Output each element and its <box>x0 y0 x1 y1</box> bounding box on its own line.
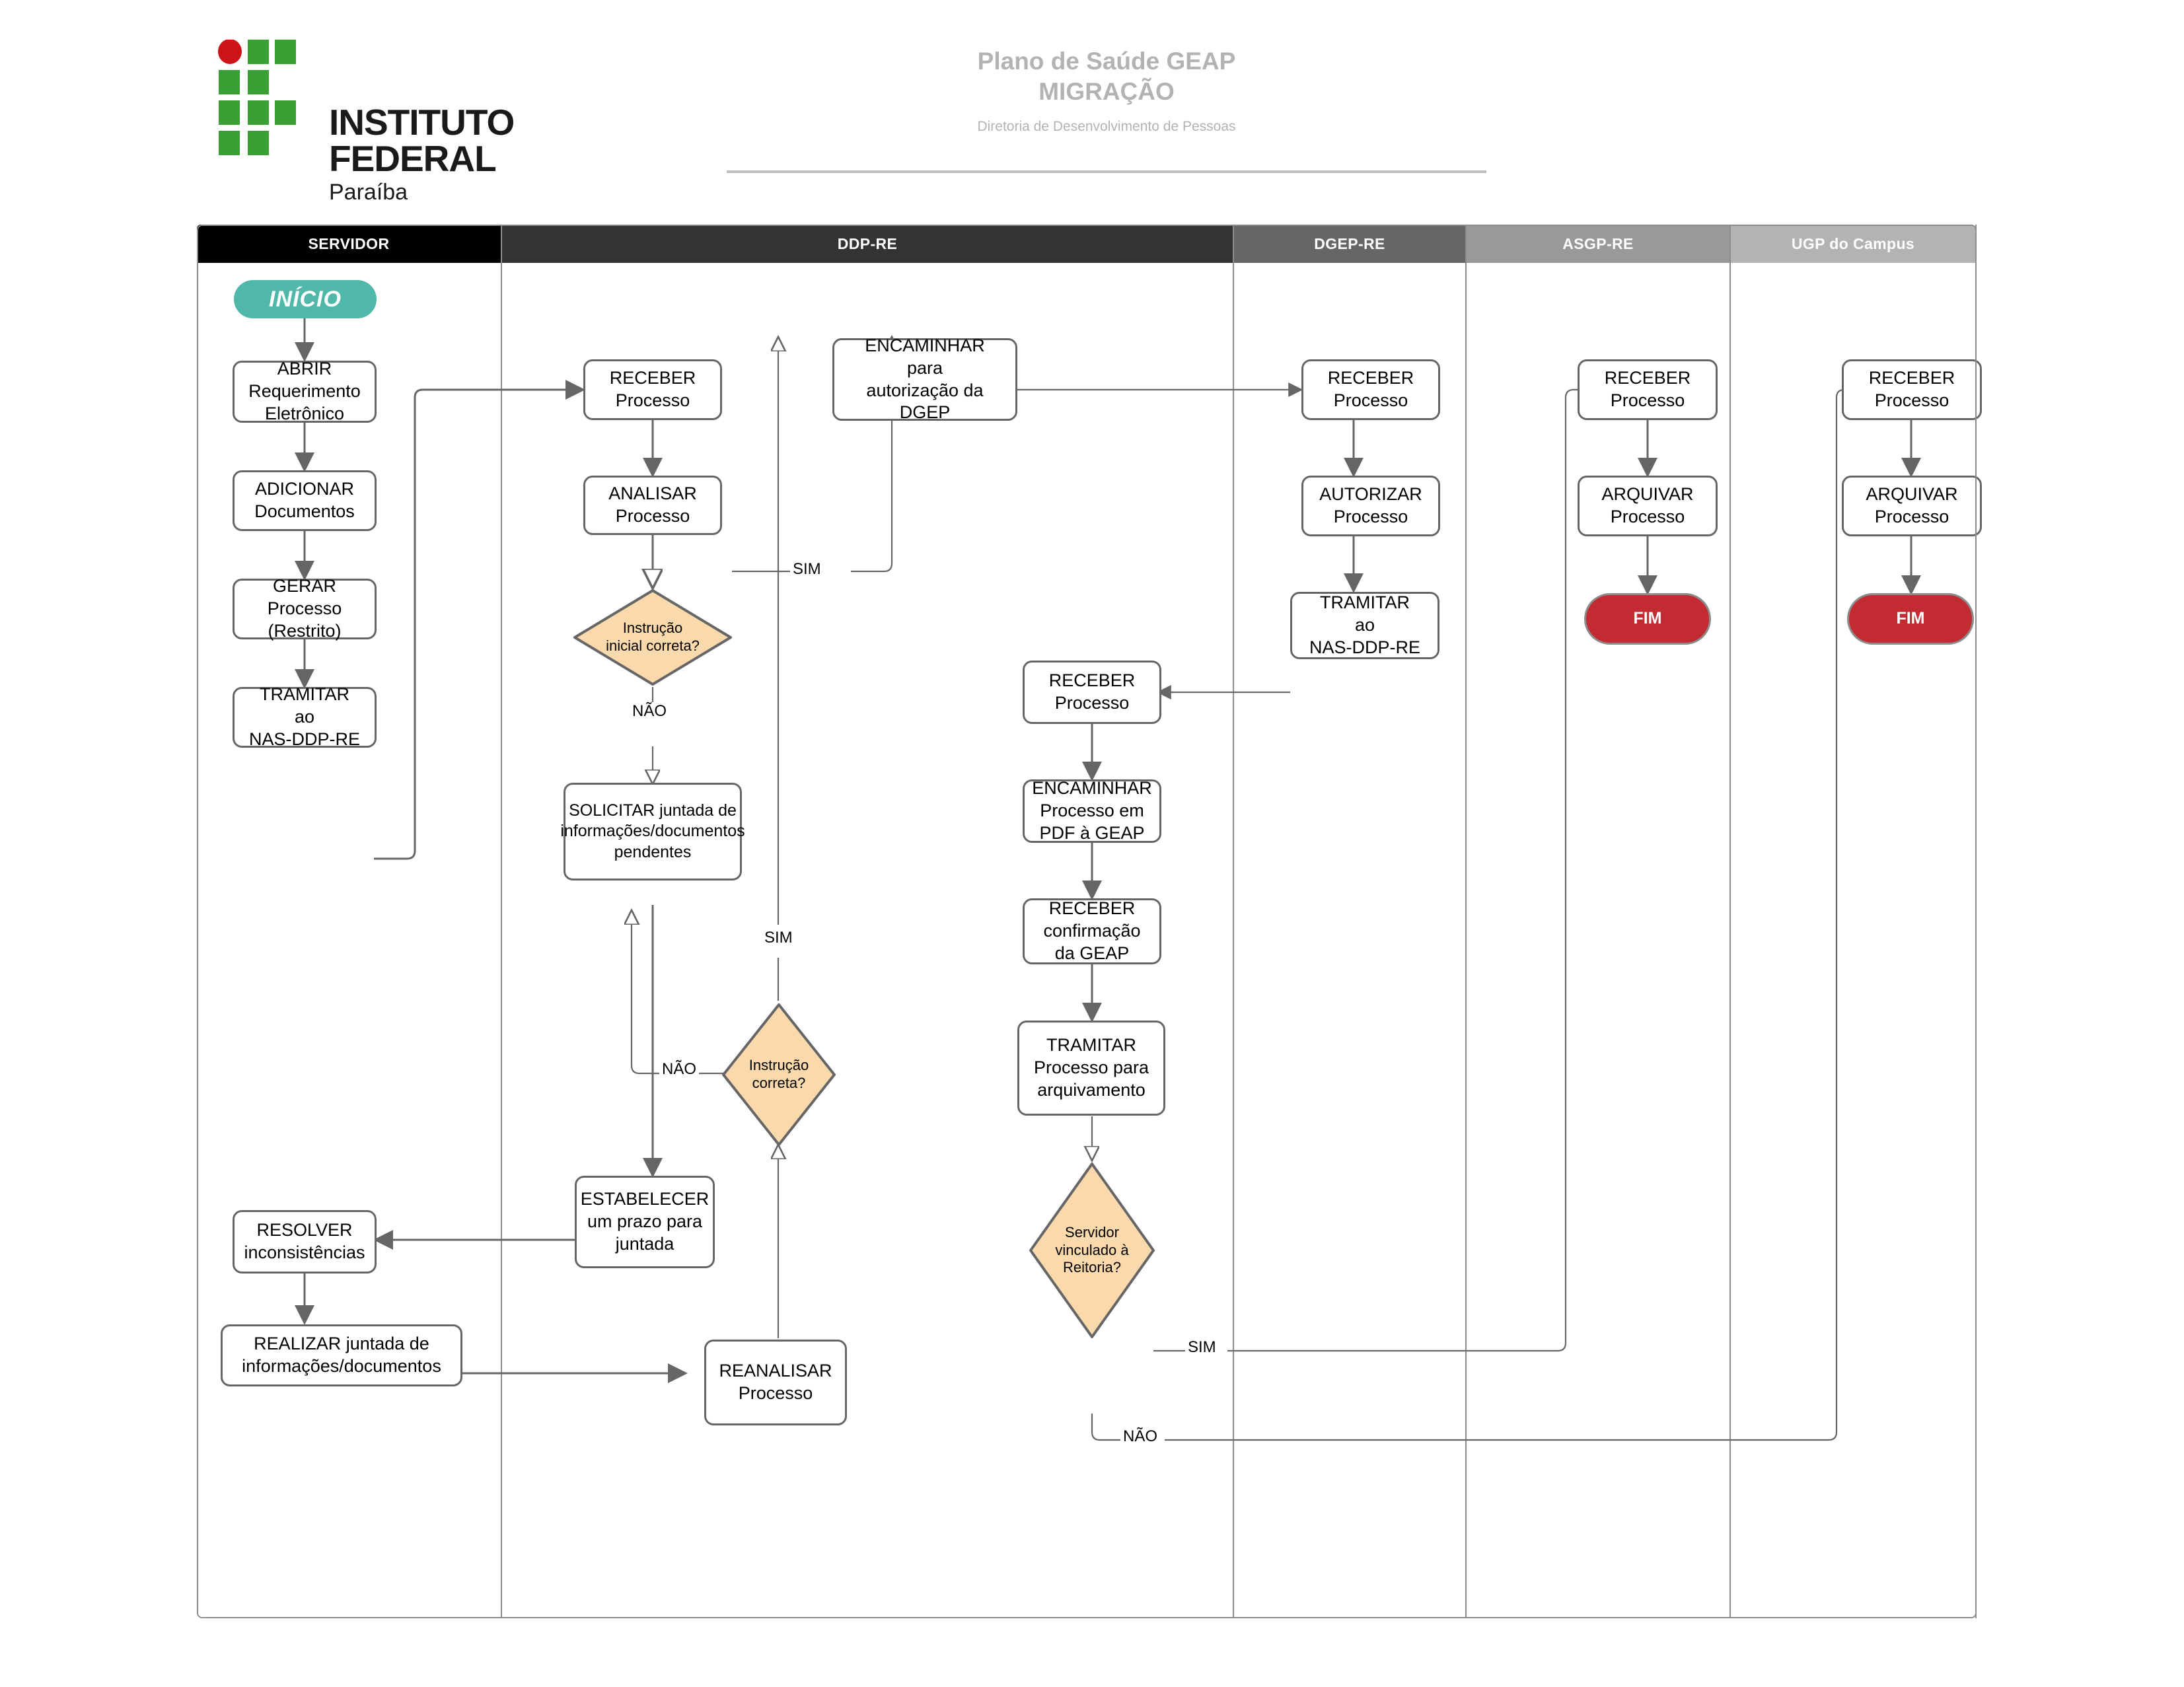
lane-body-dgep-re <box>1234 263 1465 1618</box>
edge-label-nao-reitoria: NÃO <box>1120 1427 1161 1446</box>
lane-header-ddp-re: DDP-RE <box>502 225 1233 263</box>
title-divider <box>727 170 1486 173</box>
edge-label-sim-reitoria: SIM <box>1185 1338 1219 1357</box>
lane-dgep-re: DGEP-RE <box>1234 225 1467 1618</box>
ifpb-logo-mark <box>218 40 296 155</box>
diamond-shape <box>573 589 732 686</box>
logo-campus-text: Paraíba <box>329 180 408 205</box>
edge-label-nao-instrucao-correta: NÃO <box>659 1060 700 1079</box>
logo-institute-text: INSTITUTO FEDERAL <box>329 102 515 179</box>
lane-asgp-re: ASGP-RE <box>1467 225 1731 1618</box>
lane-header-asgp-re: ASGP-RE <box>1467 225 1729 263</box>
node-inicio[interactable]: INÍCIO <box>234 280 377 318</box>
lane-body-servidor <box>197 263 501 1618</box>
page-header: INSTITUTO FEDERAL Paraíba Plano de Saúde… <box>0 0 2184 218</box>
page-title: Plano de Saúde GEAP <box>977 48 1236 75</box>
diamond-shape <box>722 1003 836 1146</box>
swimlane-diagram: SERVIDOR DDP-RE DGEP-RE ASGP-RE UGP do C… <box>197 225 1982 1618</box>
lane-body-ugp <box>1731 263 1975 1618</box>
node-fim-asgp[interactable]: FIM <box>1584 593 1711 645</box>
title-block: Plano de Saúde GEAP MIGRAÇÃO Diretoria d… <box>727 46 1486 135</box>
page-department: Diretoria de Desenvolvimento de Pessoas <box>977 118 1236 134</box>
page-subtitle-migration: MIGRAÇÃO <box>1038 78 1175 106</box>
edge-label-sim-instrucao-correta: SIM <box>762 929 795 947</box>
edge-label-nao-instrucao-inicial: NÃO <box>630 702 670 721</box>
ifpb-logo: INSTITUTO FEDERAL Paraíba <box>218 40 680 203</box>
lane-servidor: SERVIDOR <box>197 225 502 1618</box>
lane-header-dgep-re: DGEP-RE <box>1234 225 1465 263</box>
lane-body-asgp-re <box>1467 263 1729 1618</box>
lane-ugp: UGP do Campus <box>1731 225 1977 1618</box>
lane-header-servidor: SERVIDOR <box>197 225 501 263</box>
node-fim-ugp[interactable]: FIM <box>1847 593 1974 645</box>
lane-header-ugp: UGP do Campus <box>1731 225 1975 263</box>
diamond-shape <box>1029 1163 1155 1338</box>
edge-label-sim-instrucao-inicial: SIM <box>790 560 824 579</box>
